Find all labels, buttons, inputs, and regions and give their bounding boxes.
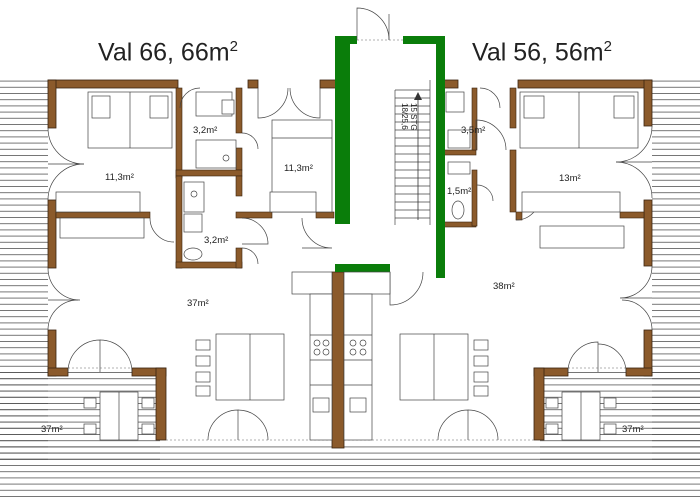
stair-steps-label: 15 STG <box>409 103 418 131</box>
bed-right <box>519 91 639 149</box>
thresholds <box>68 39 626 441</box>
stair-ratio-label: 18/25,6 <box>400 103 409 130</box>
terrace-furniture-left <box>83 391 155 441</box>
stair-arrowhead <box>414 92 422 100</box>
outer-walls <box>47 79 653 449</box>
dining-right <box>399 333 489 401</box>
kitchen-right <box>343 271 391 441</box>
area-left-terrace: 37m² <box>41 424 63 435</box>
title-left-sup: 2 <box>229 38 238 55</box>
wardrobes <box>55 191 625 249</box>
area-left-bedroom: 11,3m² <box>105 172 134 183</box>
area-left-bath-top: 3,2m² <box>193 125 217 136</box>
dining-left <box>195 333 285 401</box>
area-right-bedroom: 13m² <box>559 173 581 184</box>
title-right-text: Val 56, 56m <box>472 38 604 67</box>
stairs <box>394 80 431 225</box>
title-left-text: Val 66, 66m <box>98 38 230 67</box>
area-right-wc: 1,5m² <box>447 186 471 197</box>
inner-walls <box>55 87 645 269</box>
doors <box>47 7 653 441</box>
bed-left <box>87 91 173 149</box>
area-left-bedroom2: 11,3m² <box>284 163 313 174</box>
bath-fixtures <box>183 91 471 261</box>
title-right-sup: 2 <box>603 38 612 55</box>
kitchen-left <box>291 271 333 441</box>
area-left-bath-bottom: 3,2m² <box>204 235 228 246</box>
deck-front <box>0 443 700 500</box>
stair-core <box>335 36 445 278</box>
area-right-living: 38m² <box>493 281 515 292</box>
area-left-living: 37m² <box>187 298 209 309</box>
title-right-unit: Val 56, 56m2 <box>472 38 612 67</box>
area-right-bath: 3,5m² <box>461 125 485 136</box>
area-right-terrace: 37m² <box>622 424 644 435</box>
title-left-unit: Val 66, 66m2 <box>98 38 238 67</box>
terrace-furniture-right <box>545 391 617 441</box>
